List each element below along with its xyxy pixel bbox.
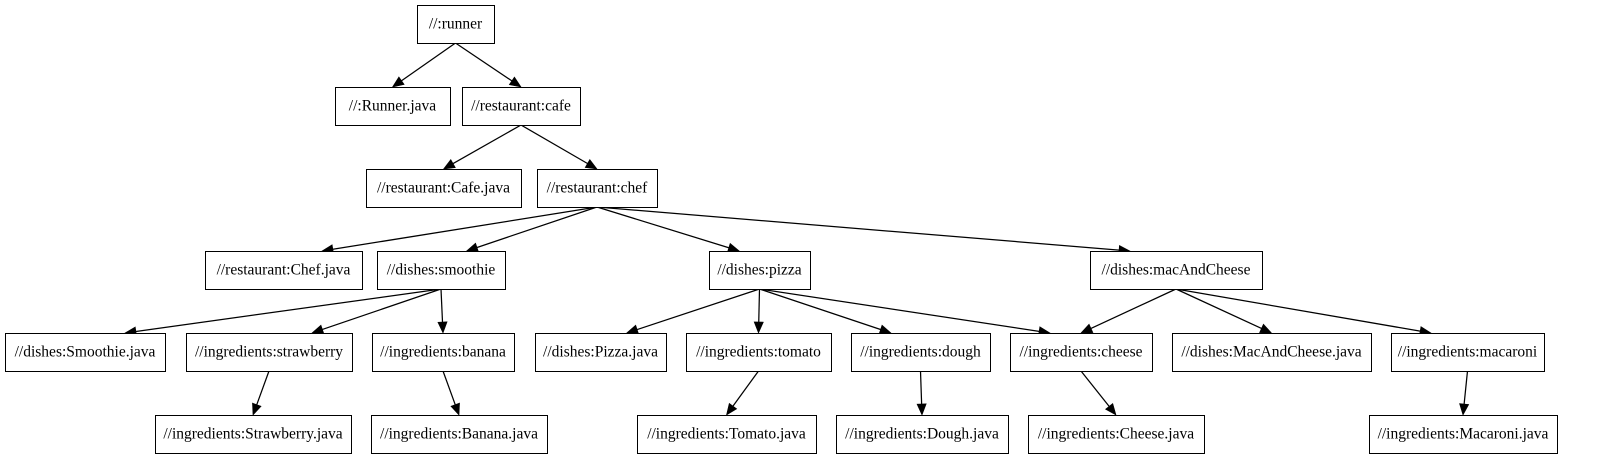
graph-edge	[311, 288, 442, 335]
node-label: //:runner	[429, 16, 483, 33]
node-label: //ingredients:tomato	[696, 344, 821, 361]
graph-node-ing-cheese[interactable]: //ingredients:cheese	[1009, 332, 1154, 373]
graph-edge	[596, 206, 741, 253]
graph-edge	[625, 288, 760, 335]
graph-edge	[391, 42, 456, 88]
node-border	[850, 332, 992, 373]
graph-edge	[252, 370, 270, 416]
node-border	[461, 86, 582, 127]
graph-edge	[442, 370, 460, 416]
node-border	[835, 414, 1010, 455]
graph-edge	[726, 370, 760, 416]
graph-edge	[455, 42, 522, 88]
graph-node-dishes-pizza[interactable]: //dishes:pizza	[708, 250, 812, 291]
graph-edge	[916, 370, 927, 416]
graph-node-restaurant-cafe[interactable]: //restaurant:cafe	[461, 86, 582, 127]
node-border	[536, 168, 659, 209]
graph-edge	[465, 206, 598, 253]
node-border	[204, 250, 364, 291]
graph-node-restaurant-chef-java[interactable]: //restaurant:Chef.java	[204, 250, 364, 291]
graph-edge	[437, 288, 448, 334]
node-border	[1027, 414, 1206, 455]
graph-node-restaurant-chef[interactable]: //restaurant:chef	[536, 168, 659, 209]
graph-node-dishes-macandcheese[interactable]: //dishes:macAndCheese	[1089, 250, 1264, 291]
node-label: //ingredients:Strawberry.java	[163, 426, 342, 443]
node-label: //dishes:MacAndCheese.java	[1181, 344, 1361, 361]
node-border	[1390, 332, 1546, 373]
node-label: //ingredients:macaroni	[1398, 344, 1538, 361]
node-label: //dishes:pizza	[717, 262, 801, 279]
graph-node-ing-cheese-java[interactable]: //ingredients:Cheese.java	[1027, 414, 1206, 455]
graph-edge	[442, 124, 522, 170]
node-border	[1171, 332, 1373, 373]
graph-node-runner[interactable]: //:runner	[416, 4, 496, 45]
nodes-layer: //:runner //:Runner.java //restaurant:cafe…	[4, 4, 1559, 455]
graph-edge	[759, 288, 892, 335]
graph-node-ing-tomato[interactable]: //ingredients:tomato	[685, 332, 833, 373]
node-label: //ingredients:Cheese.java	[1038, 426, 1194, 443]
graph-edge	[124, 288, 442, 337]
node-label: //dishes:smoothie	[387, 262, 496, 279]
graph-node-runner-java[interactable]: //:Runner.java	[334, 86, 452, 127]
graph-edge	[596, 206, 1131, 256]
graph-node-dishes-smoothie-java[interactable]: //dishes:Smoothie.java	[4, 332, 167, 373]
node-border	[685, 332, 833, 373]
node-border	[154, 414, 353, 455]
graph-edge	[1080, 370, 1117, 416]
node-border	[365, 168, 523, 209]
node-border	[1009, 332, 1154, 373]
graph-edge	[753, 288, 764, 334]
graph-edge	[321, 206, 598, 255]
node-border	[708, 250, 812, 291]
node-border	[1089, 250, 1264, 291]
node-label: //dishes:Smoothie.java	[15, 344, 156, 361]
node-border	[534, 332, 668, 373]
graph-node-ing-tomato-java[interactable]: //ingredients:Tomato.java	[636, 414, 818, 455]
node-label: //restaurant:Chef.java	[217, 262, 351, 279]
node-label: //ingredients:Macaroni.java	[1378, 426, 1549, 443]
node-label: //restaurant:Cafe.java	[377, 180, 510, 197]
node-label: //ingredients:dough	[860, 344, 981, 361]
node-border	[636, 414, 818, 455]
graph-edge	[1175, 288, 1273, 334]
node-label: //dishes:macAndCheese	[1102, 262, 1251, 279]
node-label: //ingredients:Tomato.java	[647, 426, 806, 443]
node-border	[376, 250, 507, 291]
edges-layer	[124, 42, 1470, 416]
graph-edge	[759, 288, 1051, 337]
node-border	[4, 332, 167, 373]
node-border	[416, 4, 496, 45]
node-border	[370, 414, 549, 455]
node-label: //ingredients:strawberry	[195, 344, 343, 361]
node-border	[371, 332, 516, 373]
node-border	[185, 332, 354, 373]
graph-node-dishes-pizza-java[interactable]: //dishes:Pizza.java	[534, 332, 668, 373]
node-label: //restaurant:chef	[547, 180, 649, 197]
node-label: //ingredients:Dough.java	[845, 426, 999, 443]
graph-node-dishes-smoothie[interactable]: //dishes:smoothie	[376, 250, 507, 291]
graph-edge	[1175, 288, 1432, 337]
node-label: //ingredients:banana	[380, 344, 506, 361]
node-label: //dishes:Pizza.java	[543, 344, 658, 361]
graph-node-ing-macaroni-java[interactable]: //ingredients:Macaroni.java	[1368, 414, 1559, 455]
graph-node-ing-banana[interactable]: //ingredients:banana	[371, 332, 516, 373]
graph-node-restaurant-cafe-java[interactable]: //restaurant:Cafe.java	[365, 168, 523, 209]
graph-node-ing-banana-java[interactable]: //ingredients:Banana.java	[370, 414, 549, 455]
graph-edge	[1459, 370, 1470, 416]
graph-node-ing-macaroni[interactable]: //ingredients:macaroni	[1390, 332, 1546, 373]
graph-node-dishes-macandcheese-java[interactable]: //dishes:MacAndCheese.java	[1171, 332, 1373, 373]
node-label: //ingredients:cheese	[1019, 344, 1142, 361]
node-label: //restaurant:cafe	[471, 98, 571, 115]
graph-node-ing-strawberry[interactable]: //ingredients:strawberry	[185, 332, 354, 373]
graph-node-ing-strawberry-java[interactable]: //ingredients:Strawberry.java	[154, 414, 353, 455]
graph-node-ing-dough[interactable]: //ingredients:dough	[850, 332, 992, 373]
node-label: //ingredients:Banana.java	[380, 426, 538, 443]
node-border	[1368, 414, 1559, 455]
graph-edge	[1080, 288, 1177, 334]
graph-node-ing-dough-java[interactable]: //ingredients:Dough.java	[835, 414, 1010, 455]
node-border	[334, 86, 452, 127]
graph-edge	[520, 124, 598, 170]
node-label: //:Runner.java	[349, 98, 437, 115]
